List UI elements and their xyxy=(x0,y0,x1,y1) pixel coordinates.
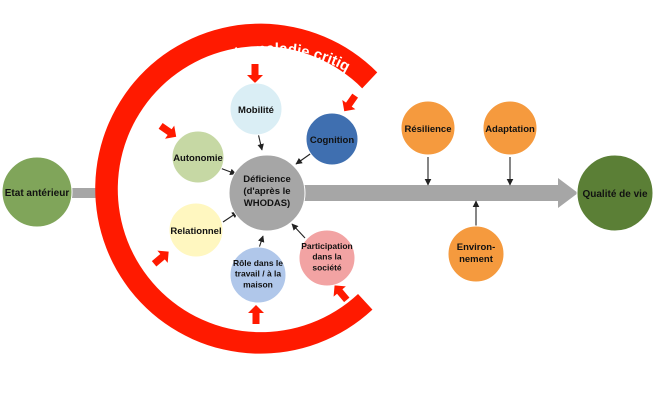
label-line: travail / à la xyxy=(235,269,282,279)
label-line: Résilience xyxy=(405,124,452,135)
label-relationnel: Relationnel xyxy=(170,226,221,237)
label-line: Rôle dans le xyxy=(233,258,283,268)
node-cognition xyxy=(305,112,359,166)
label-mobilite: Mobilité xyxy=(238,105,274,116)
label-line: maison xyxy=(243,279,273,289)
node-environnement xyxy=(447,225,505,283)
node-autonomie xyxy=(171,130,225,184)
label-line: WHODAS) xyxy=(244,198,290,209)
connector-autonomie-deficience xyxy=(219,167,237,176)
critical-illness-arc xyxy=(95,23,378,354)
label-line: Adaptation xyxy=(485,124,535,135)
label-resilience: Résilience xyxy=(405,124,452,135)
label-autonomie: Autonomie xyxy=(173,153,223,164)
impact-arrow-autonomie xyxy=(158,122,177,139)
node-etat-anterieur xyxy=(1,156,73,228)
node-adaptation xyxy=(482,100,538,156)
impact-arrows xyxy=(151,64,359,324)
label-adaptation: Adaptation xyxy=(485,124,535,135)
impact-arrow-relationnel xyxy=(151,250,169,267)
label-cognition: Cognition xyxy=(310,135,355,146)
label-environnement: Environ-nement xyxy=(457,242,496,265)
label-line: dans la xyxy=(312,252,342,262)
main-flow-arrow-right xyxy=(290,178,578,208)
node-relationnel xyxy=(168,202,224,258)
label-line: Mobilité xyxy=(238,105,274,116)
label-line: société xyxy=(312,262,342,272)
node-participation xyxy=(298,229,356,287)
impact-arrow-participation xyxy=(333,285,350,303)
label-etat-anterieur: Etat antérieur xyxy=(5,188,70,199)
label-line: Qualité de vie xyxy=(582,189,647,200)
node-role xyxy=(229,246,287,304)
impact-arrow-role xyxy=(248,305,264,324)
label-line: Cognition xyxy=(310,135,355,146)
node-deficience xyxy=(228,154,306,232)
connector-role-deficience xyxy=(257,235,265,249)
node-resilience xyxy=(400,100,456,156)
label-line: Environ- xyxy=(457,242,496,253)
label-line: Etat antérieur xyxy=(5,188,70,199)
label-qualite-de-vie: Qualité de vie xyxy=(582,189,647,200)
label-line: nement xyxy=(459,254,494,265)
connector-mobilite-deficience xyxy=(257,132,264,151)
label-line: (d'après le xyxy=(243,186,290,197)
connector-participation-deficience xyxy=(291,223,306,239)
connector-arrows xyxy=(219,132,514,249)
label-line: Relationnel xyxy=(170,226,221,237)
impact-arrow-mobilite xyxy=(247,64,263,83)
label-line: Participation xyxy=(301,241,352,251)
label-line: Autonomie xyxy=(173,153,223,164)
node-mobilite xyxy=(229,82,283,136)
impact-arrow-cognition xyxy=(342,93,359,112)
label-line: Déficience xyxy=(243,174,291,185)
node-qualite-de-vie xyxy=(576,154,654,232)
